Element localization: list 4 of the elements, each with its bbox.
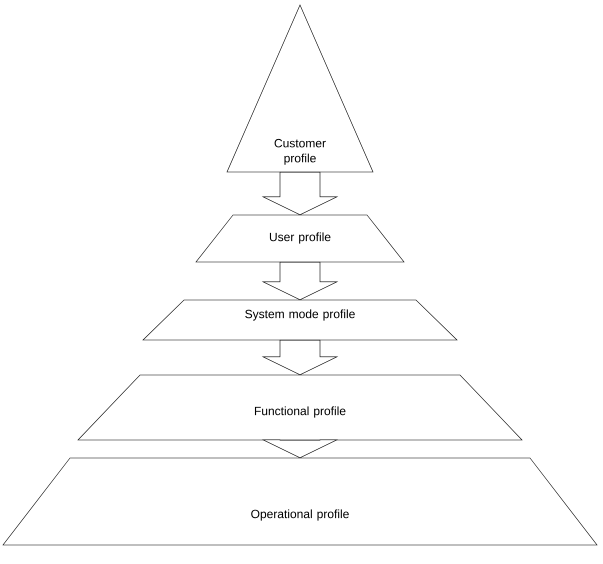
block-arrow	[262, 440, 338, 458]
block-arrow	[262, 262, 338, 300]
block-arrow	[262, 340, 338, 376]
block-arrow	[262, 172, 338, 216]
